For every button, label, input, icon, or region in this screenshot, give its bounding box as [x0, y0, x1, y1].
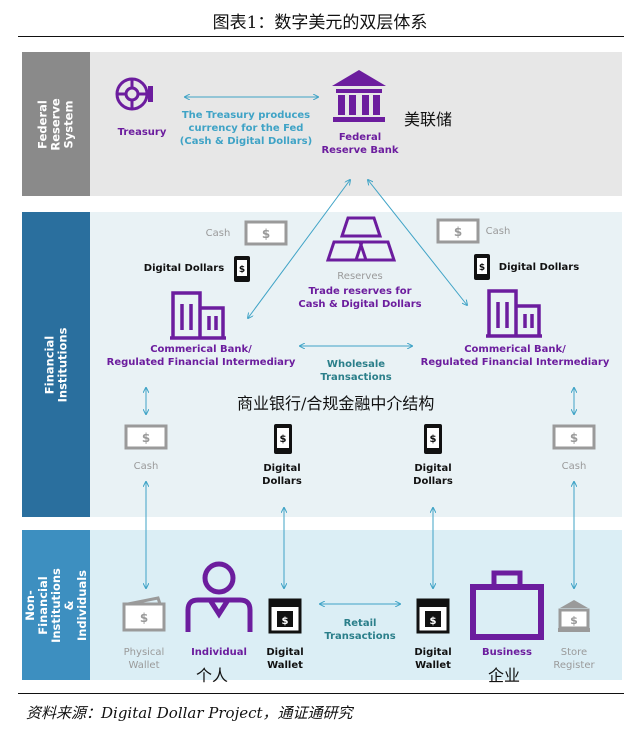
digital-dollar-phone-icon: $ — [234, 256, 250, 282]
title-rule — [18, 36, 624, 37]
individual-label: Individual — [191, 647, 247, 658]
svg-text:$: $ — [430, 616, 437, 627]
fin-tier-label: Financial Institutions — [22, 212, 90, 517]
cash-bill-icon: $ — [244, 220, 288, 246]
commercial-bank-building-icon — [170, 291, 226, 340]
commercial-bank-left-label: Commerical Bank/Regulated Financial Inte… — [106, 344, 296, 368]
fed-tier-label: Federal Reserve System — [22, 52, 90, 196]
cash-right-label: Cash — [485, 226, 511, 237]
individual-person-icon — [185, 561, 253, 632]
digital-wallet-icon: $ — [268, 598, 302, 634]
svg-text:$: $ — [570, 431, 578, 445]
commercial-bank-right-label: Commerical Bank/Regulated Financial Inte… — [420, 344, 610, 368]
digital-dollar-phone-icon: $ — [424, 424, 442, 454]
svg-text:$: $ — [280, 434, 287, 445]
bottom-cash-right-label: Cash — [561, 461, 587, 472]
source-rule — [18, 693, 624, 694]
bottom-cash-left-label: Cash — [133, 461, 159, 472]
federal-reserve-cn-label: 美联储 — [404, 110, 453, 129]
cash-bill-icon: $ — [552, 424, 596, 450]
store-register-icon: $ — [558, 600, 590, 632]
commercial-bank-building-icon — [486, 289, 542, 338]
svg-text:$: $ — [430, 434, 437, 445]
svg-text:$: $ — [479, 263, 485, 273]
svg-text:$: $ — [140, 611, 148, 625]
commercial-bank-cn-label: 商业银行/合规金融中介结构 — [237, 394, 435, 413]
cash-bill-icon: $ — [436, 218, 480, 244]
business-briefcase-icon — [470, 570, 544, 640]
cash-left-label: Cash — [205, 228, 231, 239]
physical-wallet-icon: $ — [122, 596, 166, 632]
cash-bill-icon: $ — [124, 424, 168, 450]
nonfin-tier-label: Non-Financial Institutions & Individuals — [22, 530, 90, 680]
digital-dollar-phone-icon: $ — [474, 254, 490, 280]
svg-text:$: $ — [239, 265, 245, 275]
reserves-gold-bars-icon — [326, 216, 396, 262]
svg-text:$: $ — [454, 225, 462, 239]
digital-dollar-phone-icon: $ — [274, 424, 292, 454]
svg-text:$: $ — [262, 227, 270, 241]
digital-wallet-icon: $ — [416, 598, 450, 634]
federal-reserve-bank-icon — [332, 70, 386, 122]
page-title: 图表1：数字美元的双层体系 — [212, 13, 428, 33]
reserves-label: Reserves — [337, 271, 383, 282]
source-note: 资料来源：Digital Dollar Project，通证通研究 — [26, 704, 353, 722]
digital-dollars-right-label: Digital Dollars — [498, 262, 580, 273]
fed-tier-band — [22, 52, 622, 196]
svg-text:$: $ — [570, 614, 578, 627]
svg-text:$: $ — [282, 616, 289, 627]
individual-cn-label: 个人 — [196, 666, 229, 685]
business-cn-label: 企业 — [488, 666, 521, 685]
digital-dollars-left-label: Digital Dollars — [143, 263, 225, 274]
business-label: Business — [482, 647, 532, 658]
treasury-label: Treasury — [117, 127, 167, 138]
svg-text:$: $ — [142, 431, 150, 445]
treasury-icon — [115, 77, 153, 111]
